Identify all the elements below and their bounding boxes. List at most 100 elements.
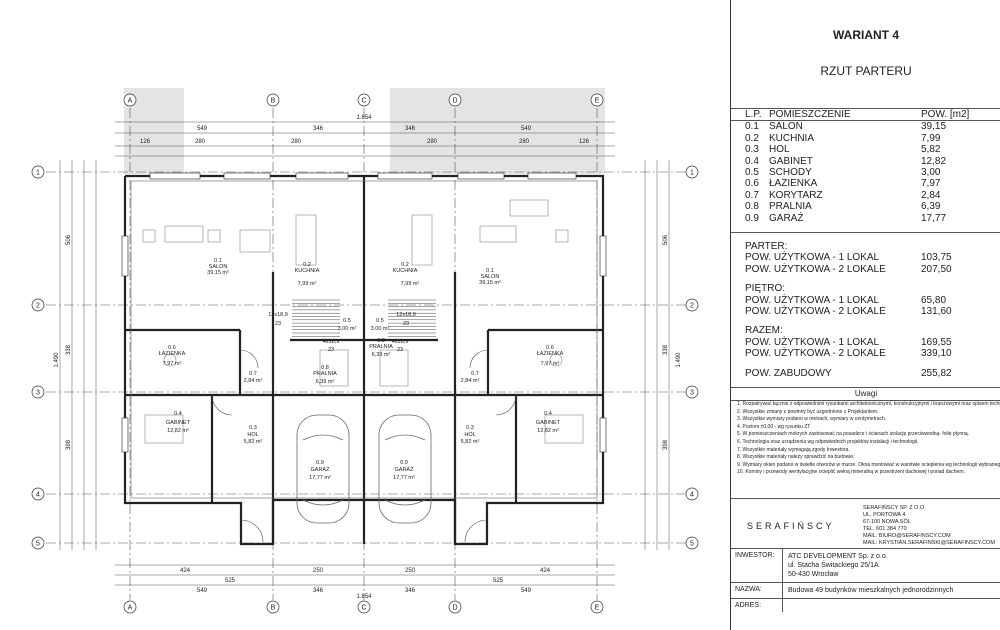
svg-text:E: E <box>595 605 600 612</box>
note-item: 7. Wszystkie materiały wymagają zgody In… <box>737 446 850 453</box>
svg-text:3: 3 <box>36 390 40 397</box>
svg-text:2: 2 <box>690 303 694 310</box>
svg-text:2,84 m²: 2,84 m² <box>244 378 263 384</box>
note-item: 8. Wszystkie materiały należy sprawdzić … <box>737 454 855 461</box>
note-item: 5. W pomieszczeniach mokrych zastosować … <box>737 431 970 438</box>
dim-bottom-3: 250 <box>313 568 324 574</box>
dim-top-4: 549 <box>521 126 532 132</box>
dim-top2-2: 280 <box>195 139 206 145</box>
note-item: 3. Wszystkie wymiary podano w metrach, w… <box>737 416 887 423</box>
axis-bubble-right: 2 <box>685 298 699 312</box>
note-item: 2. Wszystkie zmiany z powinny być uzgodn… <box>737 408 879 415</box>
dim-total-bottom: 1.854 <box>356 594 372 600</box>
svg-text:B: B <box>271 605 276 612</box>
room-schody-right: 0.5 3,00 m² <box>371 318 390 332</box>
svg-text:12,82 m²: 12,82 m² <box>167 428 189 434</box>
variant-title: WARIANT 4 <box>833 28 899 42</box>
room-hol-right: 0.3 HOL 5,82 m² <box>461 425 480 445</box>
axis-bubble-bottom: D <box>448 600 462 614</box>
svg-text:0.5: 0.5 <box>376 318 384 324</box>
notes-heading: Uwagi <box>731 388 1000 401</box>
svg-text:0.3: 0.3 <box>249 425 257 431</box>
room-hol-left: 0.3 HOL 5,82 m² <box>244 425 263 445</box>
notes-block: Uwagi 1. Rozpatrywać łącznie z odpowiedn… <box>731 387 1000 477</box>
axis-bubble-right: 3 <box>685 385 699 399</box>
svg-text:12,82 m²: 12,82 m² <box>537 428 559 434</box>
room-kuchnia-left: 0.2 KUCHNIA 7,99 m² <box>295 262 320 287</box>
dim-top2-4: 280 <box>427 139 438 145</box>
room-gabinet-left: 0.4 GABINET 12,82 m² <box>166 411 191 434</box>
svg-text:0.8: 0.8 <box>321 365 329 371</box>
svg-text:0.4: 0.4 <box>544 411 552 417</box>
stair-label-right: 12x18,9 <box>396 312 416 318</box>
dim-left-2: 338 <box>66 344 72 355</box>
company-logo: SERAFIŃSCY <box>747 521 835 531</box>
dim-bottom2-1: 549 <box>197 588 208 594</box>
svg-text:GARAŻ: GARAŻ <box>395 466 415 473</box>
room-kuchnia-right: 0.2 KUCHNIA 7,99 m² <box>393 262 420 287</box>
svg-text:0.9: 0.9 <box>400 460 408 466</box>
svg-text:C: C <box>361 605 366 612</box>
windows <box>121 172 607 453</box>
svg-text:4: 4 <box>36 492 40 499</box>
axis-bubble-top: D <box>448 93 462 107</box>
svg-text:5: 5 <box>690 541 694 548</box>
svg-text:0.2: 0.2 <box>401 262 409 268</box>
svg-text:4: 4 <box>690 492 694 499</box>
note-item: 4. Poziom ±0,00 - wg rysunku ZT <box>737 423 811 430</box>
dim-left-1: 506 <box>66 234 72 245</box>
note-item: 1. Rozpatrywać łącznie z odpowiednimi ry… <box>737 401 1000 407</box>
doors <box>211 349 517 543</box>
svg-text:C: C <box>361 98 366 105</box>
svg-text:KUCHNIA: KUCHNIA <box>393 268 418 274</box>
svg-text:0.6: 0.6 <box>546 345 554 351</box>
svg-text:0.3: 0.3 <box>466 425 474 431</box>
svg-text:17,77 m²: 17,77 m² <box>393 475 415 481</box>
wall-inner-lines <box>130 180 598 499</box>
svg-text:0.5: 0.5 <box>343 318 351 324</box>
room-table-header: L.P. POMIESZCZENIE POW. [m2] <box>731 109 1000 122</box>
dim-left-total: 1.490 <box>54 352 60 368</box>
dim-right-2: 338 <box>663 344 669 355</box>
note-item: 9. Wymiary okien podano w świetle otworó… <box>737 461 1000 468</box>
summary-pietro-heading: PIĘTRO: <box>745 283 786 295</box>
svg-text:0.7: 0.7 <box>249 371 257 377</box>
axis-bubble-top: A <box>123 93 137 107</box>
svg-text:39,15 m²: 39,15 m² <box>207 270 229 276</box>
svg-text:0.1: 0.1 <box>214 258 222 264</box>
address-row: ADRES: <box>731 599 1000 612</box>
dim-bottom-1: 424 <box>180 568 191 574</box>
axis-bubble-left: 5 <box>31 536 45 550</box>
note-item: 10. Kominy i przewody wentylacyjne ociep… <box>737 469 965 476</box>
room-salon-left: 0.1 SALON 39,15 m² <box>207 258 229 276</box>
axis-bubble-left: 1 <box>31 165 45 179</box>
svg-text:0.8: 0.8 <box>377 338 385 344</box>
svg-text:5,82 m²: 5,82 m² <box>244 439 263 445</box>
svg-text:SALON: SALON <box>209 264 228 270</box>
svg-text:2: 2 <box>36 303 40 310</box>
stairs <box>292 299 436 337</box>
svg-text:0.6: 0.6 <box>168 345 176 351</box>
dim-top-1: 549 <box>197 126 208 132</box>
room-gabinet-right: 0.4 GABINET 12,82 m² <box>536 411 561 434</box>
stair2-tread-left: 23 <box>328 347 334 353</box>
room-korytarz-left: 0.7 2,84 m² <box>244 371 263 384</box>
svg-text:0.1: 0.1 <box>486 268 494 274</box>
svg-text:7,99 m²: 7,99 m² <box>401 281 420 287</box>
dim-right-3: 398 <box>663 439 669 450</box>
svg-text:1: 1 <box>690 170 694 177</box>
axis-bubble-right: 1 <box>685 165 699 179</box>
svg-text:5: 5 <box>36 541 40 548</box>
room-pralnia-right: 0.8 PRALNIA 6,39 m² <box>369 338 393 358</box>
name-label: NAZWA: <box>731 583 783 598</box>
room-schody-left: 0.5 3,00 m² <box>338 318 357 332</box>
company-info: SERAFIŃSCY SP. Z O.O. UL. PORTOWA 4 67-1… <box>863 505 995 546</box>
dimension-labels: 549 346 346 549 1.854 126 280 280 280 28… <box>54 115 682 600</box>
axis-bubble-bottom: E <box>590 600 604 614</box>
